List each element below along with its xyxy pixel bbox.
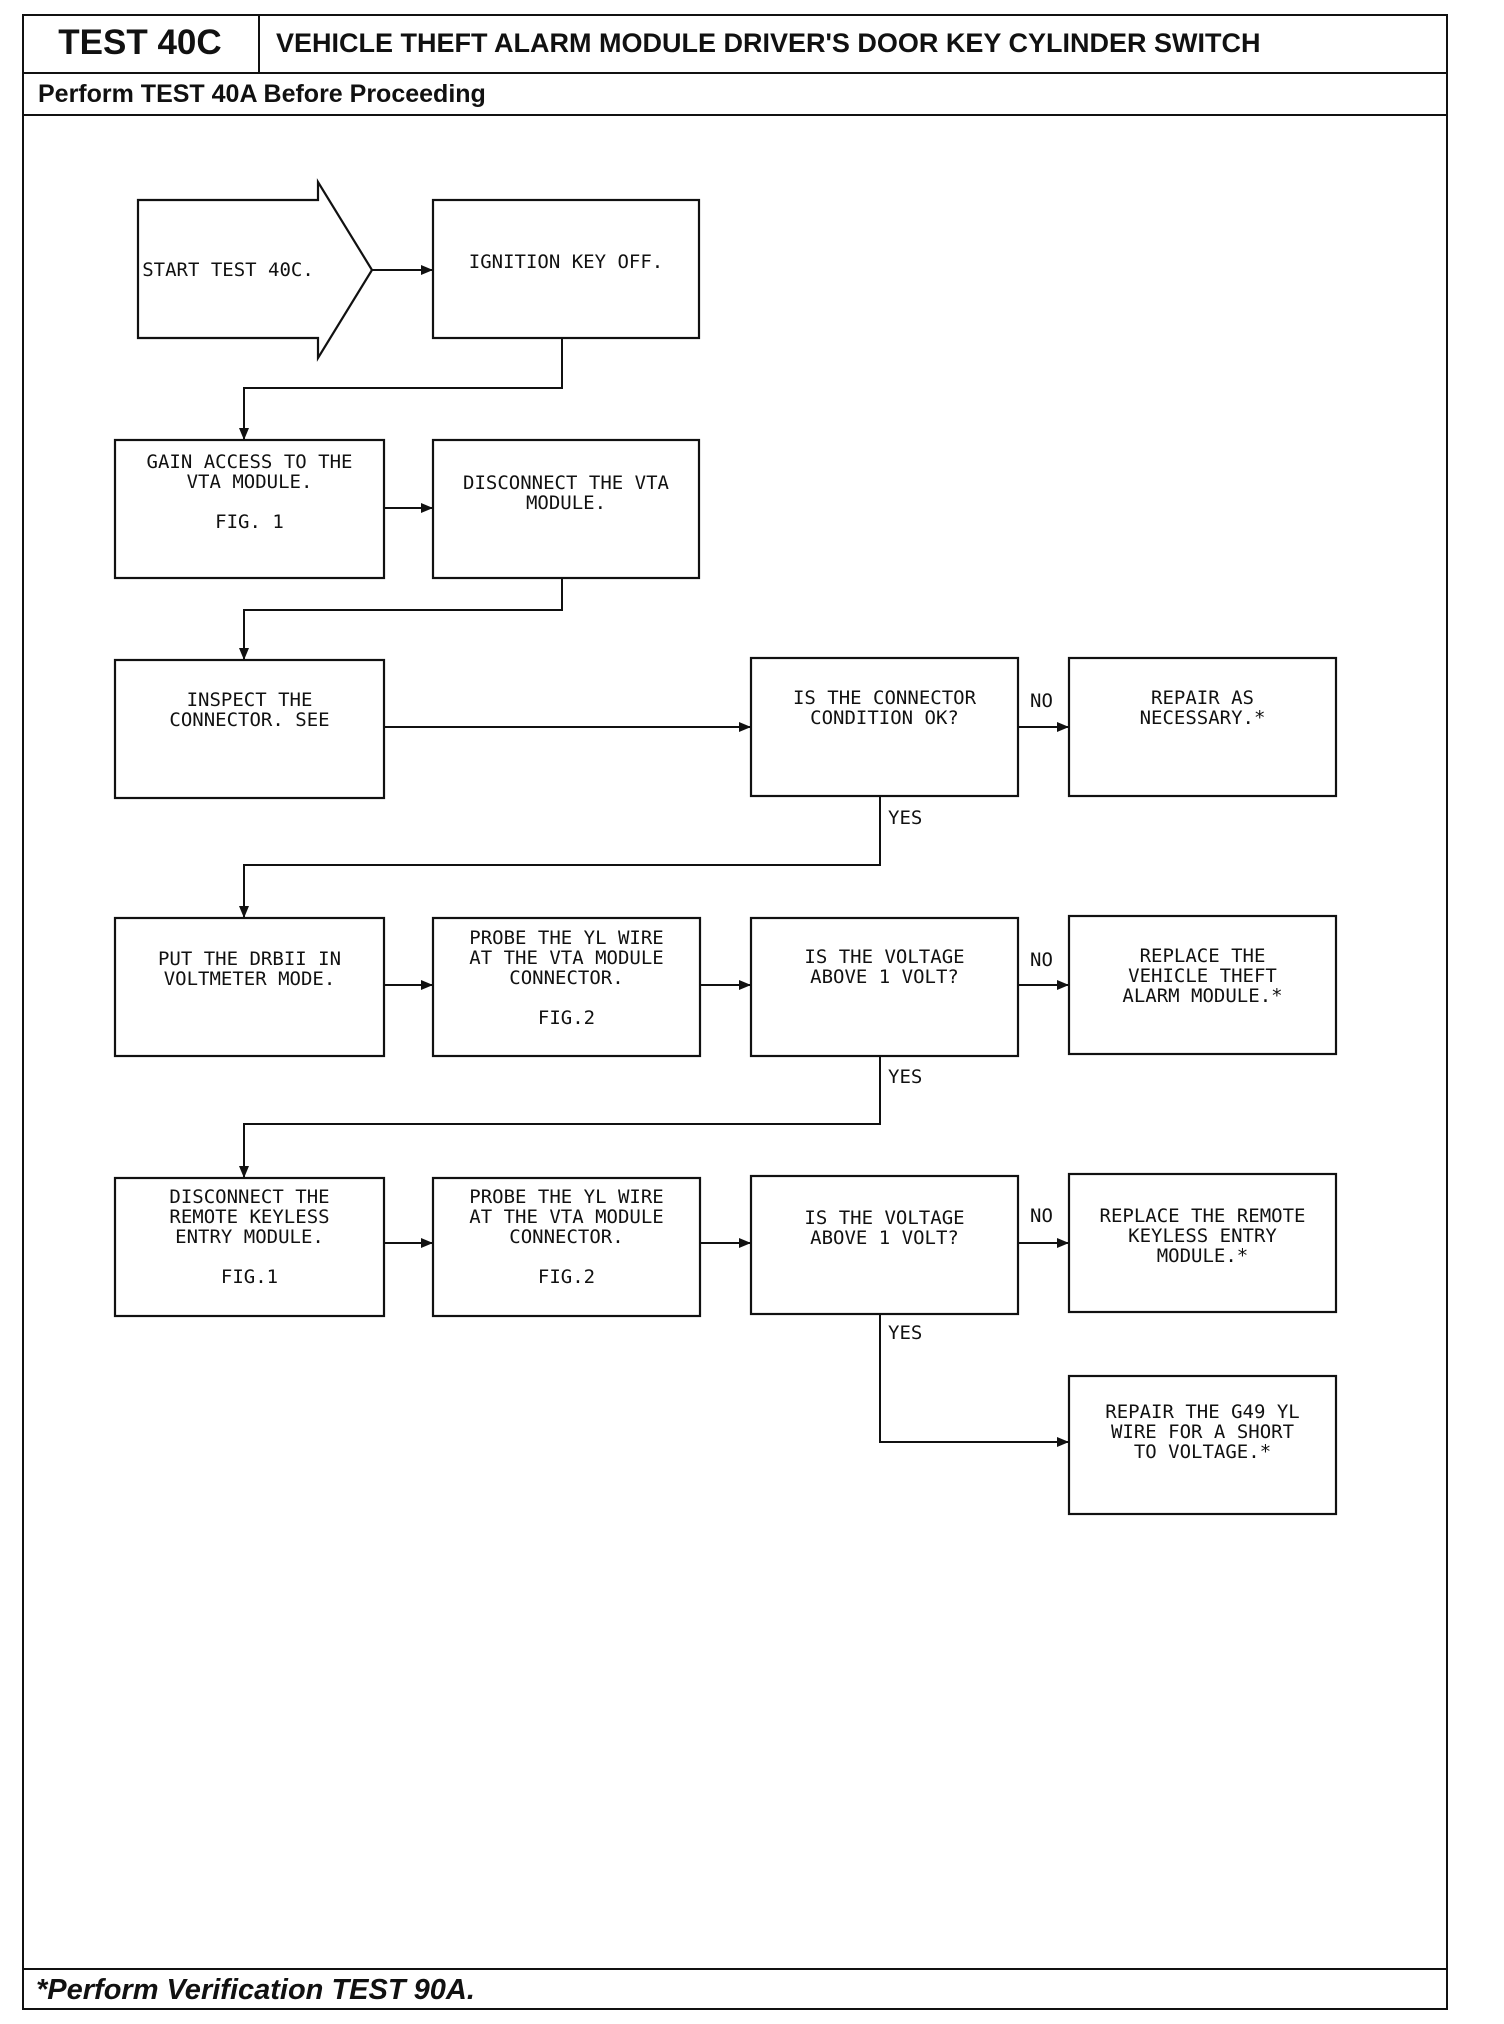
disconnect-rke-box-text-line: FIG.1 [221,1266,278,1288]
repair-g49-wire-box-text-line: REPAIR THE G49 YL [1105,1401,1299,1423]
label-no-voltage-1: NO [1030,949,1053,971]
ignition-key-off-box: IGNITION KEY OFF. [431,198,701,340]
disconnect-vta-box-text-line: MODULE. [526,492,606,514]
replace-vta-module-box-text-line: REPLACE THE [1140,945,1266,967]
probe-yl-wire-box-1-text-line: PROBE THE YL WIRE [469,927,663,949]
put-drbii-box-text-line: PUT THE DRBII IN [158,948,341,970]
label-no-voltage-2: NO [1030,1205,1053,1227]
prerequisite-note: Perform TEST 40A Before Proceeding [22,74,1448,116]
repair-g49-wire-box-text-line: WIRE FOR A SHORT [1111,1421,1294,1443]
arrow-ignition-to-gain-access [239,338,563,440]
verification-footnote: *Perform Verification TEST 90A. [22,1968,1448,2010]
connector-ok-question-box-text-line: CONDITION OK? [810,707,959,729]
replace-rke-module-box-text-line: REPLACE THE REMOTE [1100,1205,1306,1227]
arrow-inspect-to-connector-question [384,722,751,732]
arrow-disconnect-vta-to-inspect [239,578,563,660]
arrow-voltage-1-yes-to-disconnect-rke [239,1056,881,1178]
label-yes-connector: YES [888,807,922,829]
voltage-question-box-1-text-line: ABOVE 1 VOLT? [810,966,959,988]
arrow-connector-no-to-repair [1018,722,1069,732]
replace-vta-module-box-text-line: VEHICLE THEFT [1128,965,1277,987]
disconnect-rke-box-text-line: ENTRY MODULE. [175,1226,324,1248]
label-yes-voltage-1: YES [888,1066,922,1088]
disconnect-vta-box-text-line: DISCONNECT THE VTA [463,472,669,494]
gain-access-box-text-line: GAIN ACCESS TO THE [147,451,353,473]
label-no-connector: NO [1030,690,1053,712]
start-test-text: START TEST 40C. [142,259,314,281]
probe-yl-wire-box-2-text-line: PROBE THE YL WIRE [469,1186,663,1208]
disconnect-rke-box-text-line: REMOTE KEYLESS [169,1206,329,1228]
arrow-disconnect-rke-to-probe-2 [384,1238,433,1248]
test-id-cell: TEST 40C [22,14,260,74]
arrow-voltage-2-no-to-replace-rke [1018,1238,1069,1248]
probe-yl-wire-box-2-text-line: AT THE VTA MODULE [469,1206,663,1228]
gain-access-box-text-line: VTA MODULE. [187,471,313,493]
arrow-connector-yes-to-drbii [239,796,881,918]
arrow-probe-2-to-voltage-question-2 [700,1238,751,1248]
probe-yl-wire-box-1-text-line: FIG.2 [538,1007,595,1029]
probe-yl-wire-box-1-text-line: AT THE VTA MODULE [469,947,663,969]
repair-as-necessary-box-text-line: NECESSARY.* [1140,707,1266,729]
label-yes-voltage-2: YES [888,1322,922,1344]
inspect-connector-box-text-line: CONNECTOR. SEE [169,709,329,731]
voltage-question-box-1-text-line: IS THE VOLTAGE [804,946,964,968]
arrow-gain-access-to-disconnect-vta [384,503,433,513]
gain-access-box-text-line: FIG. 1 [215,511,284,533]
start-test-arrow-shape: START TEST 40C. [136,178,374,362]
disconnect-rke-box-text-line: DISCONNECT THE [169,1186,329,1208]
ignition-key-off-box-text-line: IGNITION KEY OFF. [469,251,663,273]
replace-vta-module-box-text-line: ALARM MODULE.* [1122,985,1282,1007]
page-frame [22,14,1448,2010]
inspect-connector-box-text-line: INSPECT THE [187,689,313,711]
repair-g49-wire-box-text-line: TO VOLTAGE.* [1134,1441,1271,1463]
arrow-drbii-to-probe-1 [384,980,433,990]
arrow-voltage-1-no-to-replace-vta [1018,980,1069,990]
probe-yl-wire-box-2-text-line: FIG.2 [538,1266,595,1288]
arrow-voltage-2-yes-to-repair-g49 [879,1314,1069,1447]
repair-as-necessary-box-text-line: REPAIR AS [1151,687,1254,709]
replace-rke-module-box-text-line: MODULE.* [1157,1245,1249,1267]
voltage-question-box-2-text-line: IS THE VOLTAGE [804,1207,964,1229]
replace-rke-module-box-text-line: KEYLESS ENTRY [1128,1225,1277,1247]
connector-ok-question-box-text-line: IS THE CONNECTOR [793,687,977,709]
test-title: VEHICLE THEFT ALARM MODULE DRIVER'S DOOR… [260,14,1448,74]
put-drbii-box-text-line: VOLTMETER MODE. [164,968,336,990]
probe-yl-wire-box-1-text-line: CONNECTOR. [509,967,623,989]
voltage-question-box-2-text-line: ABOVE 1 VOLT? [810,1227,959,1249]
arrow-start-to-ignition [372,265,433,275]
probe-yl-wire-box-2-text-line: CONNECTOR. [509,1226,623,1248]
arrow-probe-1-to-voltage-question-1 [700,980,751,990]
